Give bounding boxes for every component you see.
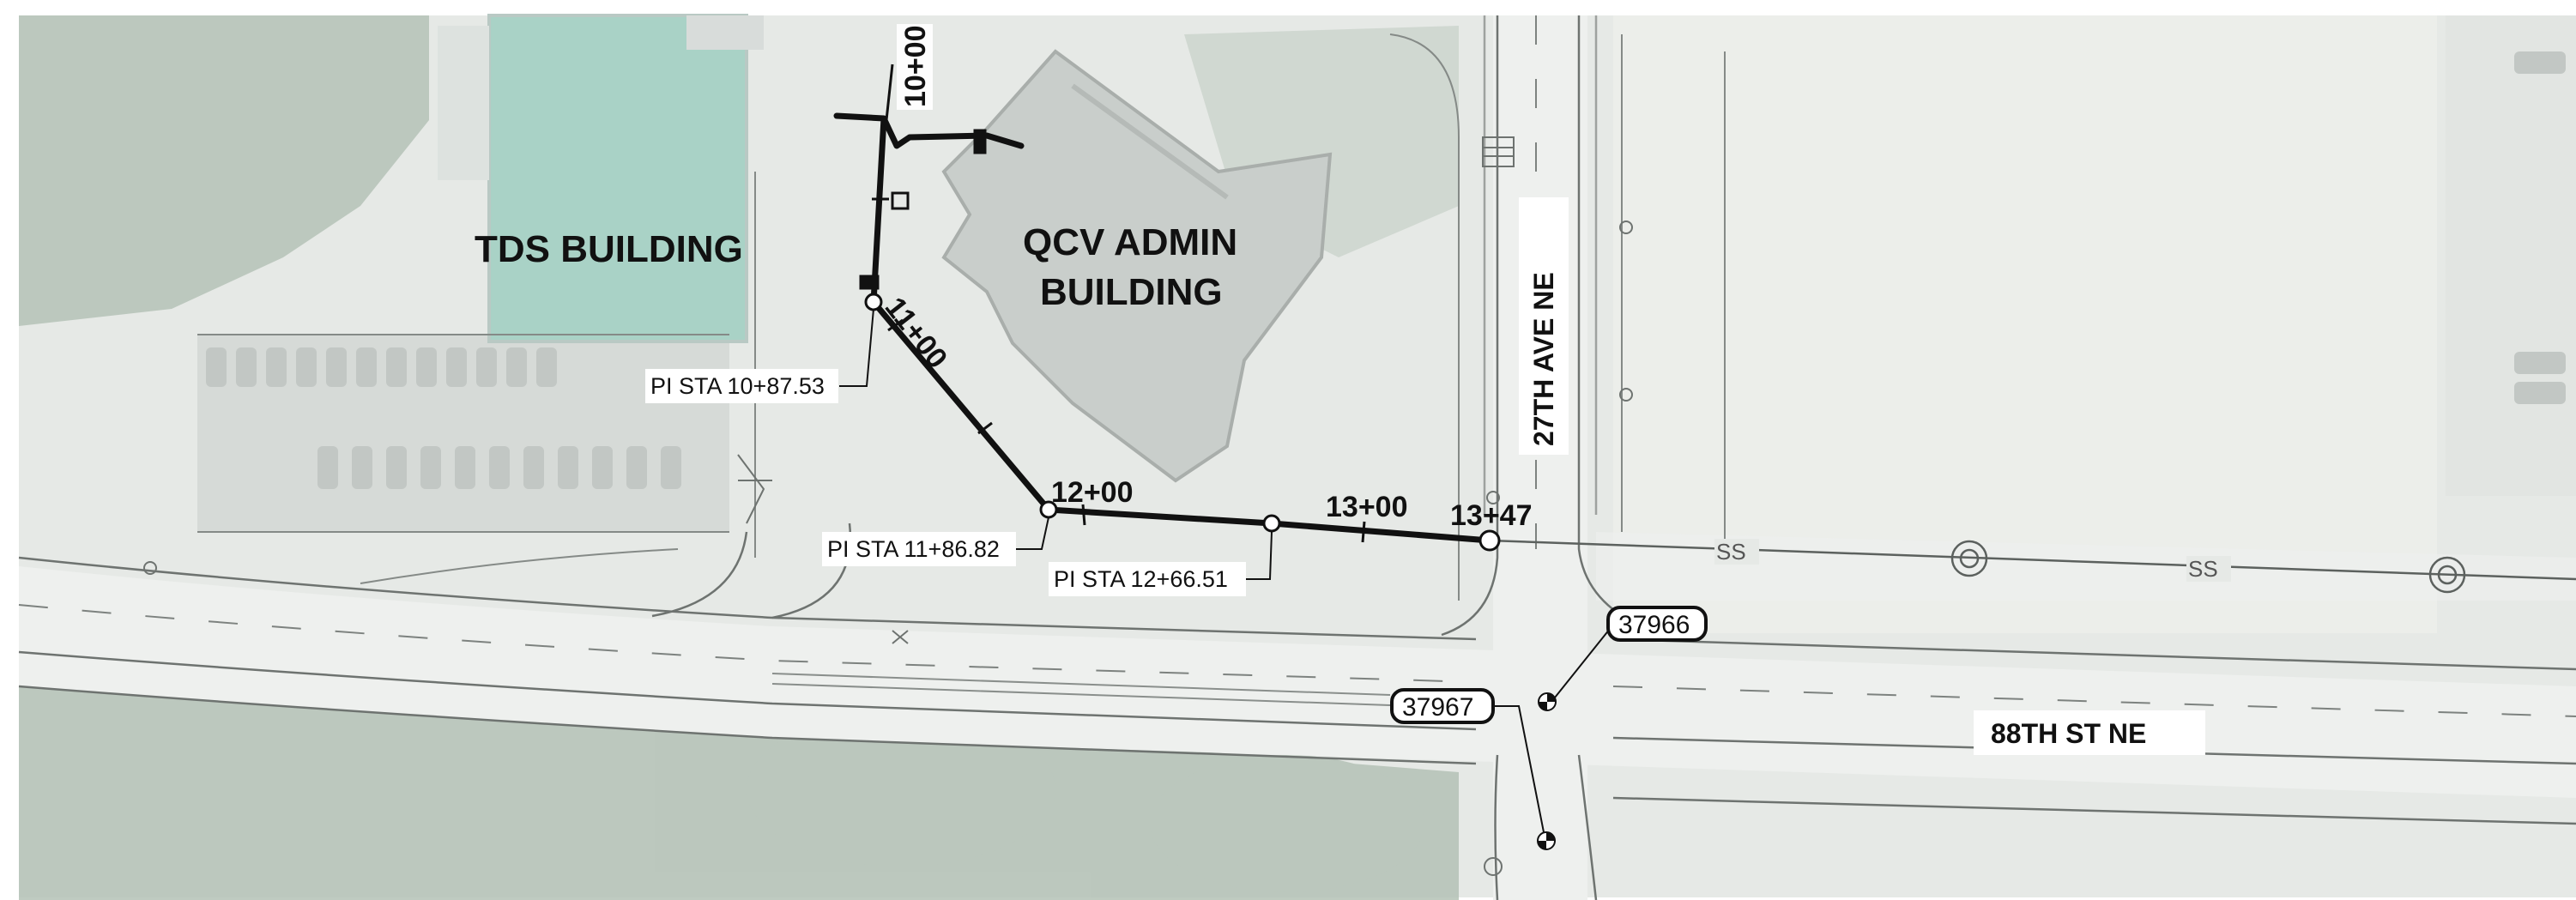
station-10-00: 10+00 [899, 26, 932, 108]
proposed-alignment [833, 112, 1493, 544]
field-right [2446, 15, 2576, 496]
pole-tag-label-1: 37966 [1618, 611, 1690, 639]
qcv-building-label-line2: BUILDING [1040, 271, 1223, 313]
pole-tag-37966: 37966 [1538, 606, 1708, 711]
parked-cars [206, 51, 2566, 728]
utility-line-parallel [771, 673, 1391, 696]
meter-box-2 [973, 129, 987, 154]
pi-label-2: PI STA 11+86.82 [827, 536, 1000, 562]
pi-leader-lines [839, 308, 1273, 580]
qcv-building-label-line1: QCV ADMIN [1023, 221, 1237, 263]
pi-label-1: PI STA 10+87.53 [650, 373, 825, 399]
pi-label-3: PI STA 12+66.51 [1054, 566, 1228, 592]
ss-label-1: SS [1716, 539, 1746, 565]
road-edge-lines [18, 15, 2576, 900]
site-symbols [143, 136, 1633, 876]
site-outlines [197, 33, 1726, 601]
ss-label-2: SS [2188, 556, 2218, 582]
station-12-00: 12+00 [1051, 476, 1134, 509]
station-13-47: 13+47 [1450, 499, 1533, 532]
tds-building [438, 14, 764, 343]
meter-box-1 [859, 275, 880, 290]
pole-tag-37967: 37967 [1390, 688, 1556, 850]
pole-tag-label-2: 37967 [1402, 693, 1473, 722]
road-surfaces [19, 15, 2576, 900]
qcv-admin-building [941, 49, 1333, 483]
valve-box [891, 191, 910, 210]
utility-line-parallel-2 [771, 683, 1391, 706]
vegetation-areas [19, 15, 1459, 900]
sanitary-sewer-line: SS SS [1489, 539, 2576, 594]
sewer-manhole-1 [1950, 540, 1988, 577]
tds-building-label: TDS BUILDING [475, 228, 743, 270]
avenue-label: 27TH AVE NE [1528, 272, 1559, 446]
sewer-manhole-2 [2428, 556, 2466, 594]
field-area [1613, 15, 2437, 633]
pi-point-3 [1262, 514, 1281, 533]
manhole-end [1478, 529, 1501, 552]
alignment-ticks [872, 63, 1366, 543]
pi-point-1 [864, 293, 883, 311]
street-label: 88TH ST NE [1991, 718, 2146, 749]
station-13-00: 13+00 [1326, 491, 1408, 523]
